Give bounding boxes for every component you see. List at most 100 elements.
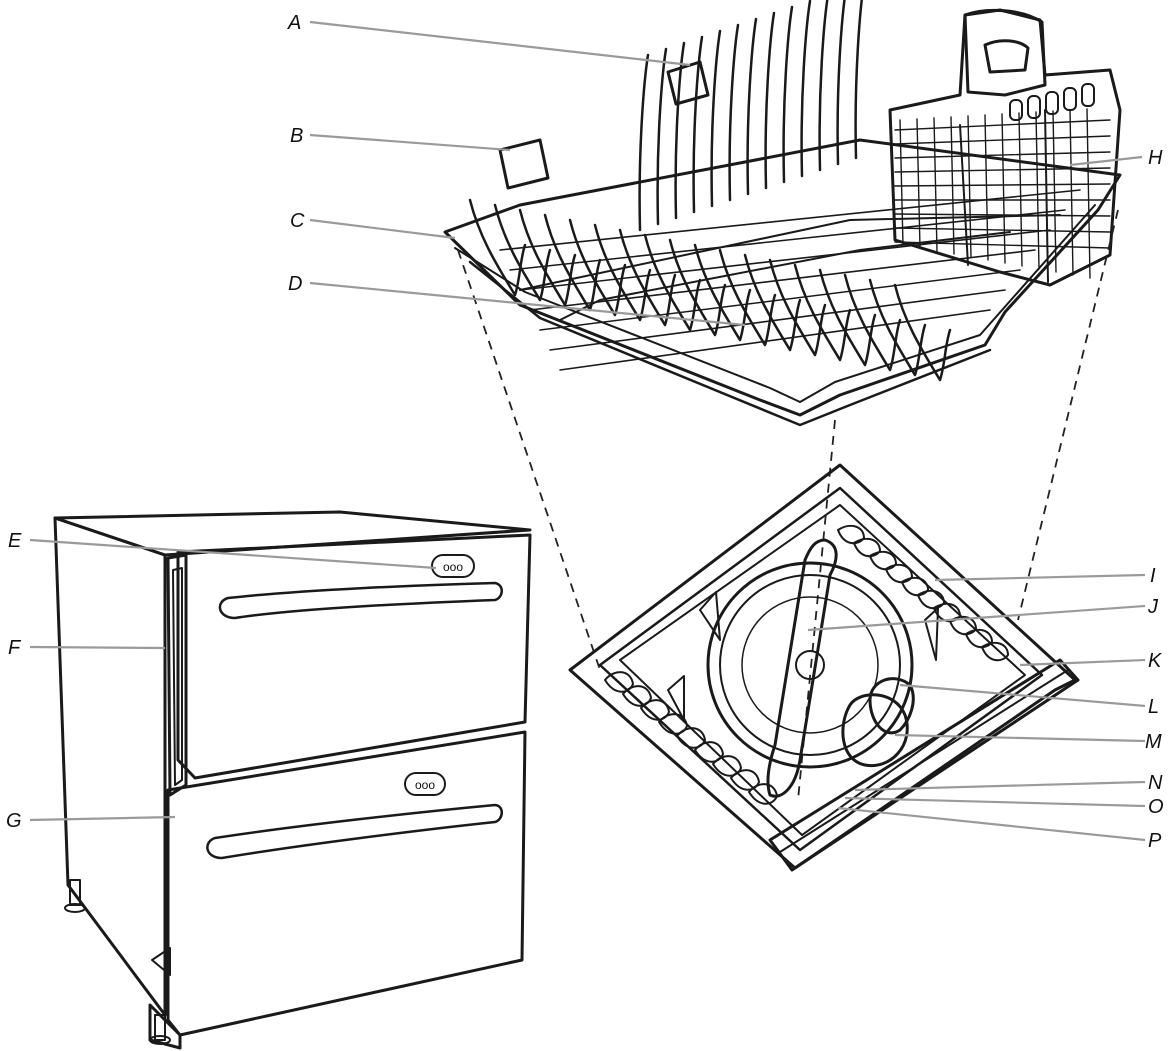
rack-tine <box>868 278 927 377</box>
lower-drawer <box>166 730 527 1037</box>
rack-tine <box>843 273 902 372</box>
basket-wire <box>916 118 921 249</box>
drawer-loop <box>694 741 724 763</box>
callout-A: A <box>287 12 301 34</box>
callout-labels: A B C D E F G H I J K L M N O P <box>6 12 1164 852</box>
leader-D <box>309 281 746 327</box>
rack-tines-front <box>468 198 952 382</box>
leader-N <box>854 780 1146 792</box>
callout-B: B <box>290 125 303 147</box>
rack-floor-wire <box>549 289 1006 351</box>
drawer-loop <box>748 783 778 805</box>
callout-I: I <box>1150 565 1156 587</box>
open-drawer-interior <box>568 463 1080 872</box>
basket-wire <box>950 116 955 255</box>
drawer-loop <box>676 727 706 749</box>
leveling-legs <box>64 879 171 1045</box>
spray-arm <box>766 538 838 798</box>
drawer-loop <box>604 671 634 693</box>
basket-wire <box>1035 111 1040 270</box>
upper-control-panel: ooo <box>431 554 475 578</box>
rack-tine <box>836 0 846 166</box>
leader-K <box>1019 658 1146 667</box>
drawer-loop <box>730 769 760 791</box>
rack-floor-wire <box>559 309 991 371</box>
rack-tine <box>593 223 652 322</box>
leader-M <box>894 733 1146 743</box>
basket-wire <box>894 183 1111 187</box>
callout-D: D <box>288 273 302 295</box>
lower-control-panel: ooo <box>404 772 446 796</box>
rack-tine <box>643 233 702 332</box>
leader-O <box>844 796 1146 808</box>
leader-B <box>309 133 511 152</box>
rack-tine <box>782 5 794 184</box>
basket-wire <box>1052 110 1057 273</box>
drawer-loop <box>622 685 652 707</box>
rack-tine <box>800 0 812 178</box>
rack-floor-wire <box>539 269 1021 331</box>
callout-K: K <box>1148 650 1163 672</box>
leader-F <box>29 645 166 650</box>
leader-J <box>807 604 1146 632</box>
rack-floor-wire <box>509 209 1066 271</box>
basket-wire <box>984 114 989 261</box>
basket-wire <box>1018 112 1023 267</box>
callout-L: L <box>1148 696 1159 718</box>
basket-wire <box>894 227 1111 233</box>
basket-grid <box>894 108 1111 279</box>
rack-tine <box>768 258 827 357</box>
basket-wire <box>894 241 1111 249</box>
basket-wire <box>1069 109 1074 276</box>
rack-tine <box>518 208 577 307</box>
rack-tine <box>638 53 650 232</box>
basket-wire <box>933 117 938 252</box>
drawer-loop <box>640 699 670 721</box>
rack-tine <box>468 198 527 297</box>
basket-wire <box>1001 113 1006 264</box>
callout-N: N <box>1148 772 1163 794</box>
callout-F: F <box>8 637 22 659</box>
leader-E <box>29 538 437 570</box>
rack-floor-wire <box>529 249 1036 311</box>
callout-C: C <box>290 210 305 232</box>
upper-logo-text: ooo <box>443 560 463 574</box>
rack-tines-rear <box>638 0 864 232</box>
basket-wire <box>899 119 904 246</box>
callout-P: P <box>1148 830 1162 852</box>
drawer-loop <box>658 713 688 735</box>
lower-drawer-handle <box>206 803 503 860</box>
callout-J: J <box>1147 596 1159 618</box>
rack-tine <box>764 11 776 190</box>
callout-G: G <box>6 810 22 832</box>
leader-P <box>837 806 1146 842</box>
projection-lines <box>457 209 1119 801</box>
callout-M: M <box>1145 731 1162 753</box>
drawer-loop <box>981 641 1009 662</box>
rack-tine <box>493 203 552 302</box>
rack-tine <box>618 228 677 327</box>
basket-wire <box>894 213 1111 217</box>
upper-drawer-handle <box>218 581 503 620</box>
leader-C <box>309 218 456 240</box>
drawer-loop <box>712 755 742 777</box>
rack-tine <box>728 23 740 202</box>
rack-tine <box>818 268 877 367</box>
silverware-basket <box>888 8 1122 287</box>
callout-E: E <box>8 530 22 552</box>
rack-floor-wires <box>499 189 1081 371</box>
basket-wire <box>967 115 972 258</box>
leader-I <box>934 573 1146 582</box>
rack-tine <box>793 263 852 362</box>
rack-floor-wire <box>499 189 1081 251</box>
leader-L <box>899 683 1146 708</box>
leader-lines <box>29 20 1146 842</box>
rack-tine <box>818 0 829 172</box>
rack-tine <box>893 283 952 382</box>
filter-disc <box>706 561 914 769</box>
lower-logo-text: ooo <box>415 778 435 792</box>
rack-tine <box>656 47 668 226</box>
leader-H <box>1069 155 1143 167</box>
callout-H: H <box>1148 147 1163 169</box>
